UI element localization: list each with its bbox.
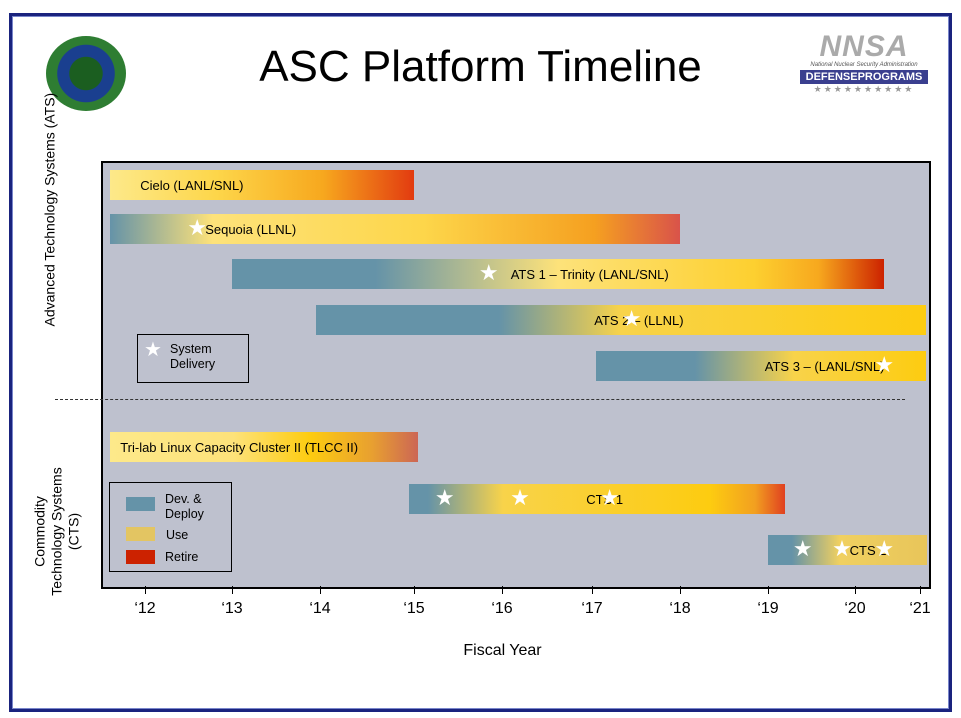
dev-swatch <box>126 497 155 511</box>
x-tick-label: ‘14 <box>309 600 331 617</box>
phase-legend: Dev. & Deploy Use Retire <box>109 482 232 572</box>
x-tick <box>768 586 769 594</box>
x-tick <box>320 586 321 594</box>
x-tick-label: ‘18 <box>669 600 691 617</box>
bar-label: ATS 3 – (LANL/SNL) <box>764 358 885 374</box>
delivery-star-icon: ★ <box>187 215 208 240</box>
delivery-star-icon: ★ <box>832 536 852 561</box>
x-tick-label: ‘13 <box>221 600 243 617</box>
x-tick <box>414 586 415 594</box>
delivery-star-icon: ★ <box>510 485 530 510</box>
use-swatch <box>126 527 155 541</box>
page-title: ASC Platform Timeline <box>259 42 702 91</box>
cts-label: Commodity Technology Systems (CTS) <box>31 467 82 596</box>
x-tick <box>145 586 146 594</box>
ats-label: Advanced Technology Systems (ATS) <box>41 92 58 327</box>
bar-label: CTS 2 <box>849 542 887 558</box>
x-tick <box>232 586 233 594</box>
stars-decoration: ★★★★★★★★★★ <box>813 84 915 94</box>
timeline-bar: ATS 3 – (LANL/SNL)★ <box>596 351 927 381</box>
delivery-star-icon: ★ <box>599 485 620 510</box>
delivery-star-icon: ★ <box>621 306 642 331</box>
bar-label: ATS 2 – (LLNL) <box>594 312 684 328</box>
timeline-bar: Cielo (LANL/SNL) <box>110 170 414 200</box>
nnsa-logo-text: NNSA <box>819 30 909 63</box>
bar-label: Sequoia (LLNL) <box>205 221 297 237</box>
dev-label: Dev. & Deploy <box>165 492 204 521</box>
x-tick <box>855 586 856 594</box>
x-tick-label: ‘15 <box>403 600 425 617</box>
retire-swatch <box>126 550 155 564</box>
delivery-star-icon: ★ <box>478 260 499 285</box>
timeline-bar: Sequoia (LLNL)★ <box>110 214 680 244</box>
timeline-bar: ATS 2 – (LLNL)★ <box>315 305 927 335</box>
x-tick <box>592 586 593 594</box>
use-label: Use <box>166 528 189 542</box>
x-tick-label: ‘20 <box>844 600 866 617</box>
timeline-bar: CTS 1★★★ <box>409 484 786 514</box>
nnsa-logo: NNSA National Nuclear Security Administr… <box>800 32 928 95</box>
nnsa-subtitle: National Nuclear Security Administration <box>810 62 918 68</box>
timeline-bar: Tri-lab Linux Capacity Cluster II (TLCC … <box>110 432 419 462</box>
x-tick-label: ‘12 <box>134 600 156 617</box>
doe-seal-logo <box>46 36 126 111</box>
ats-cts-divider <box>55 399 905 400</box>
timeline-bar: ATS 1 – Trinity (LANL/SNL) ★ <box>232 259 885 289</box>
x-tick-label: ‘17 <box>581 600 603 617</box>
bar-label: Cielo (LANL/SNL) <box>140 177 244 193</box>
star-icon: ★ <box>144 339 162 361</box>
retire-label: Retire <box>165 550 199 564</box>
x-axis-title: Fiscal Year <box>463 642 542 659</box>
slide-frame <box>9 13 952 712</box>
x-tick-label: ‘19 <box>757 600 779 617</box>
delivery-legend-label: System Delivery <box>170 342 216 371</box>
delivery-legend: ★ System Delivery <box>137 334 249 383</box>
bar-label: ATS 1 – Trinity (LANL/SNL) <box>510 266 669 282</box>
x-tick <box>502 586 503 594</box>
x-tick <box>680 586 681 594</box>
delivery-star-icon: ★ <box>874 536 895 561</box>
defense-programs-banner: DEFENSEPROGRAMS <box>800 70 928 84</box>
timeline-chart: Cielo (LANL/SNL)Sequoia (LLNL)★ATS 1 – T… <box>101 161 931 589</box>
delivery-star-icon: ★ <box>874 352 895 377</box>
bar-label: Tri-lab Linux Capacity Cluster II (TLCC … <box>120 439 359 455</box>
delivery-star-icon: ★ <box>792 536 813 561</box>
x-tick <box>920 586 921 594</box>
x-tick-label: ‘16 <box>491 600 513 617</box>
timeline-bar: CTS 2★★★ <box>768 535 927 565</box>
x-tick-label: ‘21 <box>909 600 931 617</box>
bar-label: CTS 1 <box>586 491 624 507</box>
delivery-star-icon: ★ <box>434 485 455 510</box>
